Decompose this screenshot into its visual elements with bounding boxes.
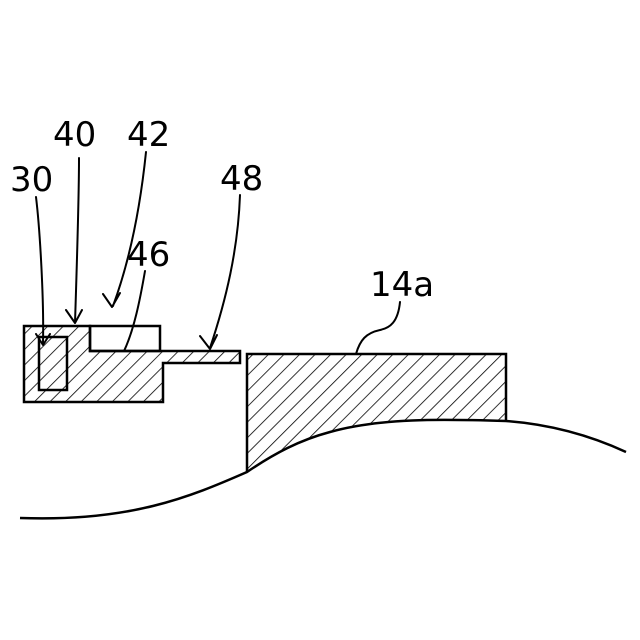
leader-48: [200, 195, 240, 349]
leader-30: [36, 197, 50, 345]
leader-14a: [356, 302, 400, 354]
label-30: 30: [10, 160, 53, 200]
label-14a: 14a: [370, 265, 434, 305]
leader-40: [66, 158, 82, 323]
leader-42: [103, 152, 146, 307]
leader-46: [124, 271, 145, 351]
label-46: 46: [127, 235, 170, 275]
label-40: 40: [53, 115, 96, 155]
base-surface-curve: [20, 420, 626, 519]
label-42: 42: [127, 115, 170, 155]
label-48: 48: [220, 159, 263, 199]
component-14a: [247, 354, 506, 472]
